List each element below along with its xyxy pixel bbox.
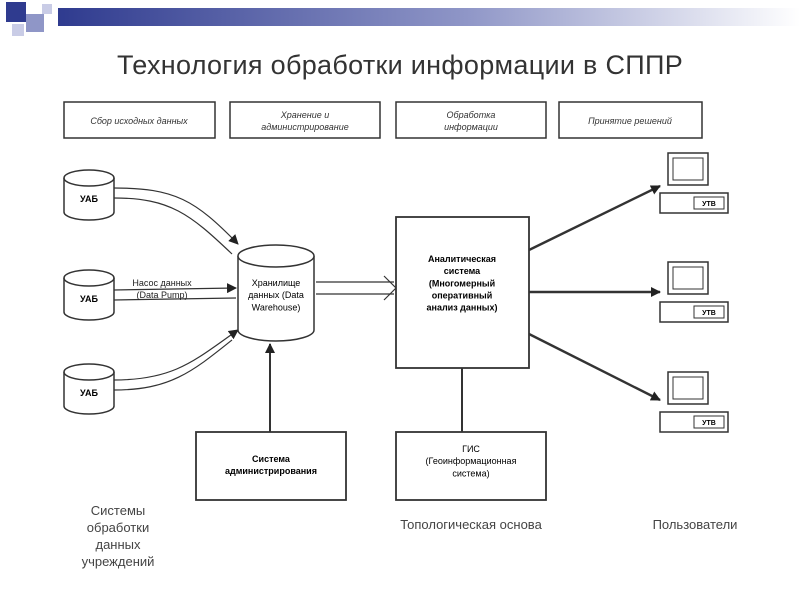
text-line: Хранение и (280, 110, 329, 120)
analysis-to-users-arrows (528, 184, 661, 402)
source-db-1-label: УАБ (80, 194, 98, 204)
caption-systems: Системы обработки данных учреждений (58, 502, 178, 570)
admin-system-box: Система администрирования (195, 431, 347, 501)
text-line: Сбор исходных данных (90, 116, 188, 126)
data-pump-label: Насос данных (Data Pump) (132, 278, 192, 300)
admin-system-label: Система администрирования (225, 454, 317, 476)
text-line: (Data Pump) (136, 290, 187, 300)
source-db-2: УАБ (63, 269, 115, 321)
text-line: система) (452, 468, 489, 478)
text-line: администрирование (261, 122, 349, 132)
caption-topology: Топологическая основа (400, 517, 542, 532)
text-line: ГИС (462, 444, 480, 454)
stage-box-storage: Хранение и администрирование (229, 101, 381, 139)
text-line: Обработка (447, 110, 496, 120)
text-line: Warehouse) (252, 302, 301, 312)
user-computer-3: УТВ (659, 371, 729, 433)
stage-box-collect: Сбор исходных данных (63, 101, 216, 139)
stage-box-decision: Принятие решений (558, 101, 703, 139)
user-computer-2: УТВ (659, 261, 729, 323)
text-line: данных (Data (248, 290, 304, 300)
user-computer-1: УТВ (659, 152, 729, 214)
header-decoration (6, 2, 800, 36)
text-line: (Геоинформационная (426, 456, 517, 466)
slide-title: Технология обработки информации в СППР (116, 50, 684, 80)
stage-text-decision: Принятие решений (588, 116, 672, 126)
caption-systems-line: учреждений (81, 554, 155, 569)
gis-box: ГИС (Геоинформационная система) (395, 431, 547, 501)
text-line: Насос данных (132, 278, 192, 288)
caption-systems-line: данных (95, 537, 141, 552)
text-line: (Многомерный (429, 278, 495, 288)
stage-text-storage: Хранение и администрирование (261, 110, 349, 132)
text-line: анализ данных) (427, 303, 498, 313)
stage-text-processing: Обработка информации (444, 110, 498, 132)
text-line: Принятие решений (588, 116, 672, 126)
header-gradient-bar (58, 8, 800, 26)
text-line: администрирования (225, 466, 317, 476)
source-db-2-label: УАБ (80, 294, 98, 304)
caption-systems-line: обработки (86, 520, 150, 535)
analysis-system-box: Аналитическая система (Многомерный оператив… (395, 216, 530, 369)
warehouse-to-analysis-arrow (316, 275, 397, 301)
text-line: система (444, 266, 481, 276)
text-line: Система (252, 454, 291, 464)
analysis-system-label: Аналитическая система (Многомерный оператив… (427, 254, 498, 313)
user-computer-2-label: УТВ (702, 310, 716, 317)
source-flows (113, 187, 239, 391)
caption-systems-line: Системы (90, 503, 146, 518)
user-computer-1-label: УТВ (702, 201, 716, 208)
stage-box-processing: Обработка информации (395, 101, 547, 139)
user-computer-3-label: УТВ (702, 420, 716, 427)
text-line: Аналитическая (428, 254, 496, 264)
source-db-1: УАБ (63, 169, 115, 221)
header-square-1 (6, 2, 26, 22)
stage-text-collect: Сбор исходных данных (90, 116, 188, 126)
header-square-4 (42, 4, 52, 14)
header-square-3 (12, 24, 24, 36)
caption-users: Пользователи (652, 517, 738, 532)
source-db-3-label: УАБ (80, 388, 98, 398)
source-db-3: УАБ (63, 363, 115, 415)
text-line: Хранилище (252, 278, 301, 288)
text-line: оперативный (432, 290, 493, 300)
header-square-2 (26, 14, 44, 32)
text-line: информации (444, 122, 498, 132)
gis-label: ГИС (Геоинформационная система) (426, 444, 517, 478)
